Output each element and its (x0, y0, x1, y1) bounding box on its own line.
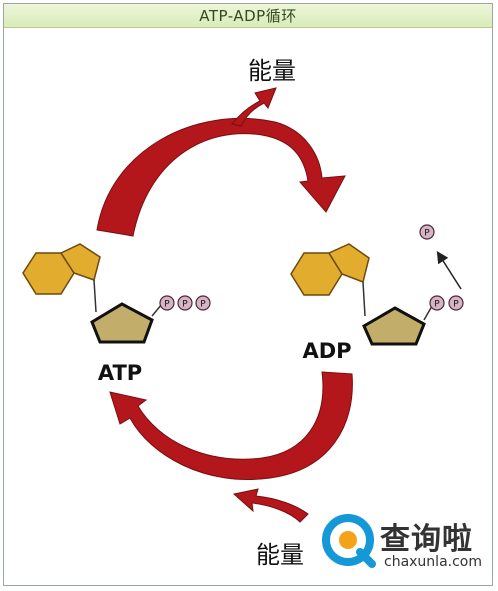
atp-phosphate-1 (159, 295, 175, 311)
energy-label-bottom: 能量 (256, 541, 304, 569)
adp-phosphate-2 (448, 295, 464, 311)
adp-ribose-pentagon (362, 306, 426, 346)
atp-phosphate-2-label: P (182, 300, 188, 310)
adp-phosphate-1 (429, 295, 445, 311)
energy-release-arrow (231, 87, 277, 127)
atp-phosphate-3-label: P (200, 300, 206, 310)
energy-input-arrow (232, 488, 309, 523)
title-bar: ATP-ADP循环 (4, 4, 492, 28)
atp-phosphate-3 (195, 295, 211, 311)
atp-adenine-pentagon (59, 243, 101, 281)
adp-label: ADP (302, 339, 351, 363)
adp-phosphate-2-label: P (453, 300, 459, 310)
energy-label-top: 能量 (248, 57, 296, 85)
atp-phosphate-2 (177, 295, 193, 311)
diagram-title: ATP-ADP循环 (199, 7, 297, 25)
watermark-url: chaxunla.com (384, 554, 482, 570)
watermark-title: 查询啦 (380, 522, 473, 557)
watermark: 查询啦 chaxunla.com (318, 508, 496, 584)
atp-ribose-pentagon (90, 302, 154, 344)
bottom-cycle-arrow (109, 371, 353, 480)
adp-molecule: P P (290, 243, 464, 346)
released-phosphate (419, 224, 435, 240)
adp-phosphate-1-label: P (434, 300, 440, 310)
atp-molecule: P P P (22, 243, 211, 344)
atp-label: ATP (98, 361, 142, 385)
phosphate-release-arrow (436, 250, 462, 290)
top-cycle-arrow (96, 118, 346, 237)
atp-phosphate-1-label: P (164, 300, 170, 310)
diagram-frame: ATP-ADP循环 (3, 3, 493, 586)
released-phosphate-label: P (424, 229, 430, 239)
adp-adenine-pentagon (327, 243, 370, 284)
watermark-logo-icon (322, 514, 376, 568)
